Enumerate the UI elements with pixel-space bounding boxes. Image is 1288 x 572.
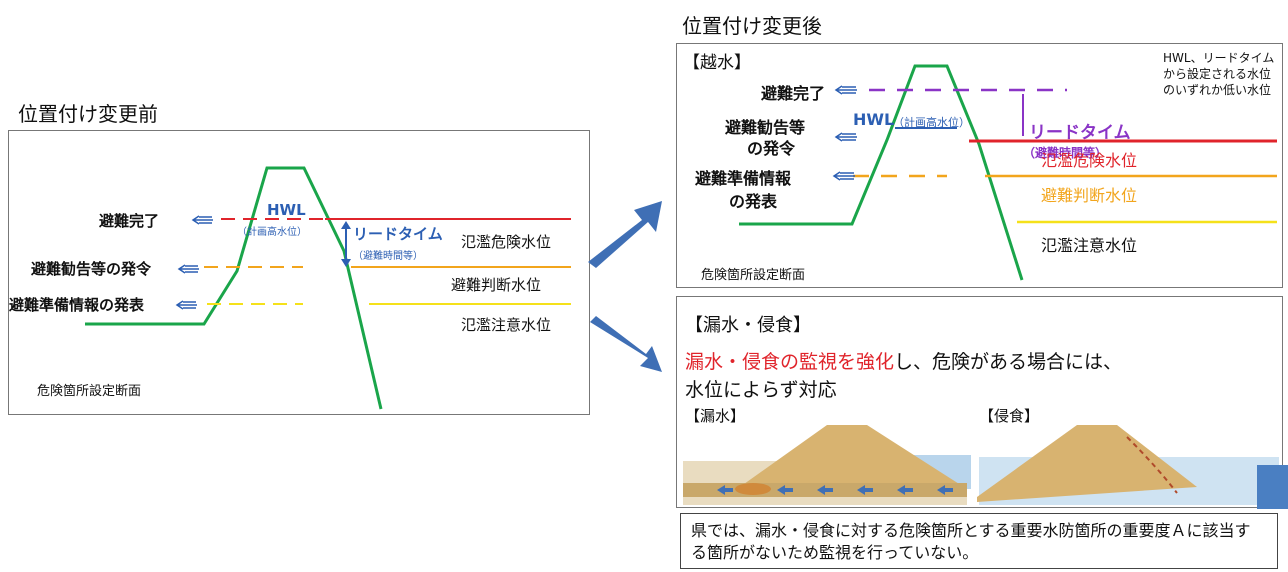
caution-level-label: 氾濫注意水位: [461, 316, 552, 334]
section-label: 危険箇所設定断面: [701, 268, 806, 283]
advisory-label-1: 避難勧告等: [725, 118, 806, 137]
leakage-text: 漏水・侵食の監視を強化し、危険がある場合には、: [685, 347, 1122, 374]
leakage-text-rest: し、危険がある場合には、: [894, 351, 1123, 373]
leakage-illustrations: [683, 425, 1288, 509]
levee-leak-shape: [737, 425, 967, 489]
overflow-diagram: [739, 64, 1277, 281]
footnote-box: 県では、漏水・侵食に対する危険箇所とする重要水防箇所の重要度Ａに該当する箇所がな…: [680, 513, 1278, 569]
arrow-up-right-icon: [588, 201, 662, 268]
lead-time-label: リードタイム: [353, 225, 443, 243]
overflow-panel: 【越水】 HWL、リードタイムから設定される水位のいずれか低い水位 避難完了 避…: [676, 43, 1283, 288]
after-heading: 位置付け変更後: [682, 14, 822, 38]
leak-sub-title: 【漏水】: [685, 407, 746, 425]
erosion-sub-title: 【侵食】: [979, 407, 1040, 425]
hwl-label: HWL: [853, 110, 895, 129]
danger-level-label: 氾濫危険水位: [1041, 151, 1138, 170]
before-diagram: [85, 166, 571, 410]
footnote-text: 県では、漏水・侵食に対する危険箇所とする重要水防箇所の重要度Ａに該当する箇所がな…: [691, 521, 1251, 562]
judgement-level-label: 避難判断水位: [1041, 186, 1138, 205]
overflow-note: HWL、リードタイムから設定される水位のいずれか低い水位: [1163, 51, 1275, 97]
overflow-title: 【越水】: [683, 53, 751, 73]
danger-level-label: 氾濫危険水位: [461, 233, 552, 251]
arrow-icon: [832, 85, 857, 181]
evac-complete-label: 避難完了: [99, 212, 160, 230]
advisory-label-2: の発令: [747, 139, 796, 158]
lead-time-sub-label: （避難時間等）: [1023, 146, 1108, 160]
before-heading: 位置付け変更前: [18, 102, 158, 126]
prep-info-label: 避難準備情報の発表: [9, 296, 145, 314]
before-panel: 避難完了 避難勧告等の発令 避難準備情報の発表 HWL （計画高水位） リードタ…: [8, 130, 590, 415]
hwl-sub-label: （計画高水位）: [237, 227, 307, 238]
levee-profile: [739, 64, 1024, 281]
leakage-panel: 【漏水・侵食】 漏水・侵食の監視を強化し、危険がある場合には、 水位によらず対応…: [676, 296, 1288, 509]
leakage-title: 【漏水・侵食】: [685, 315, 811, 336]
arrow-down-right-icon: [590, 316, 662, 372]
evac-complete-label: 避難完了: [761, 84, 826, 103]
advisory-label: 避難勧告等の発令: [31, 260, 152, 278]
hwl-sub-label: （計画高水位）: [893, 116, 970, 129]
arrow-icon: [175, 215, 213, 310]
caution-level-label: 氾濫注意水位: [1041, 236, 1138, 255]
prep-info-label-1: 避難準備情報: [695, 169, 792, 188]
lead-time-sub-label: （避難時間等）: [353, 251, 423, 262]
leakage-highlight: 漏水・侵食の監視を強化: [685, 351, 895, 373]
prep-info-label-2: の発表: [729, 192, 778, 211]
levee-profile: [85, 166, 383, 410]
leakage-text-line2: 水位によらず対応: [685, 379, 837, 401]
hwl-label: HWL: [267, 201, 306, 219]
levee-erosion-shape: [977, 425, 1197, 502]
lead-time-label: リードタイム: [1029, 123, 1131, 143]
blue-marker: [1257, 465, 1288, 509]
judgement-level-label: 避難判断水位: [451, 276, 542, 294]
section-label: 危険箇所設定断面: [37, 384, 142, 399]
